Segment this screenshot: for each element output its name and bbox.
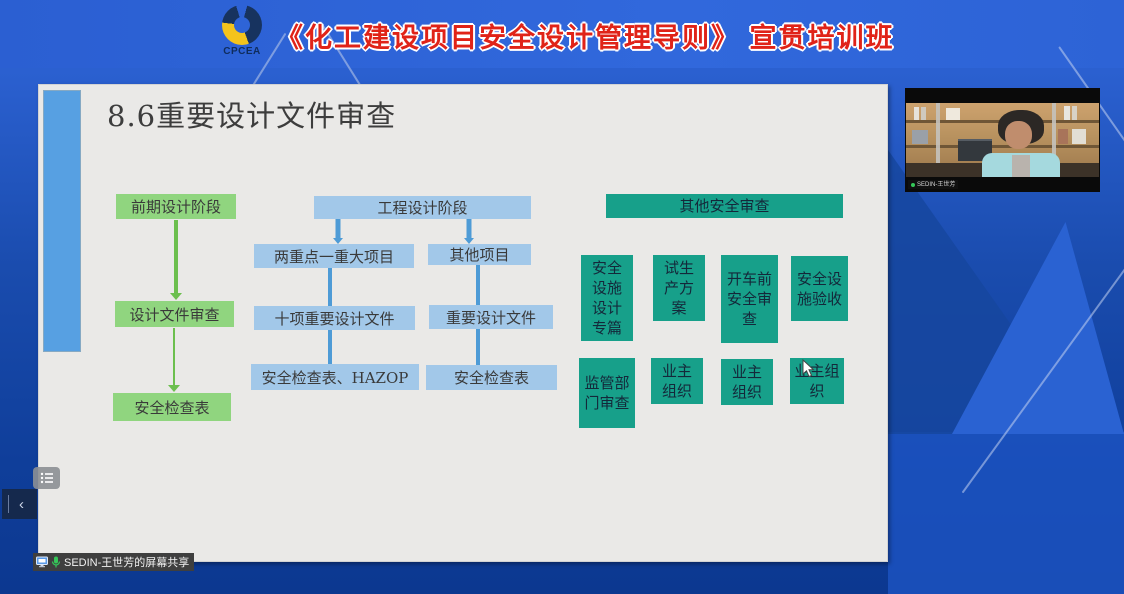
teal-node-regulator-review: 监管部门审查 (579, 358, 635, 428)
screen-share-bar: SEDIN-王世芳的屏幕共享 (33, 553, 195, 571)
presenter-shirt (1012, 155, 1030, 177)
book (914, 107, 919, 120)
flow-node-ten-important-docs: 十项重要设计文件 (254, 306, 415, 330)
bookshelf-line (906, 145, 1099, 148)
flow-node-important-docs: 重要设计文件 (429, 305, 553, 329)
teal-node-owner-organized-1: 业主组织 (651, 358, 703, 404)
screen-share-icon (36, 556, 48, 568)
book (1072, 106, 1077, 120)
teal-node-trial-production-plan: 试生产方案 (653, 255, 705, 321)
blue-connector-line (325, 268, 335, 306)
training-session-title: 《化工建设项目安全设计管理导则》 宣贯培训班 (276, 23, 895, 53)
slide-accent-bar (43, 90, 81, 352)
flow-node-other-projects: 其他项目 (428, 244, 531, 265)
blue-arrow-down-icon (332, 219, 344, 244)
flow-node-two-key-one-major: 两重点一重大项目 (254, 244, 414, 268)
book (1064, 106, 1070, 120)
mouse-cursor-icon (802, 359, 815, 378)
flow-node-design-doc-review: 设计文件审查 (115, 301, 234, 327)
teal-node-owner-organized-3: 业主组织 (790, 358, 844, 404)
slide-title: 8.6重要设计文件审查 (107, 99, 397, 133)
cpcea-logo-label: CPCEA (223, 46, 261, 57)
flow-node-engineering-design-phase: 工程设计阶段 (314, 196, 531, 219)
blue-connector-line (325, 330, 335, 364)
presenter-webcam-scene (906, 103, 1099, 177)
book (1058, 129, 1068, 144)
mic-active-dot-icon (911, 182, 915, 187)
blue-arrow-down-icon (463, 219, 475, 244)
sidebar-collapse-button[interactable]: ‹ (2, 489, 37, 519)
audio-mic-icon (51, 556, 61, 568)
flow-node-checklist-hazop: 安全检查表、HAZOP (251, 364, 419, 390)
list-icon (40, 472, 53, 484)
book (912, 130, 928, 144)
flow-node-safety-checklist: 安全检查表 (113, 393, 231, 421)
cpcea-logo-icon (222, 5, 262, 45)
shelf-post (1052, 103, 1056, 177)
blue-connector-line (473, 265, 483, 305)
shelf-post (936, 103, 940, 177)
other-safety-review-header: 其他安全审查 (606, 194, 843, 218)
book (921, 107, 926, 120)
bg-mountain-ground (888, 432, 1124, 594)
book (946, 108, 960, 120)
book (1072, 129, 1086, 144)
blue-connector-line (473, 329, 483, 365)
header-band (0, 0, 1124, 68)
screen-share-label: SEDIN-王世芳的屏幕共享 (64, 557, 190, 569)
green-arrow-down-icon (170, 220, 182, 300)
teal-node-owner-organized-2: 业主组织 (721, 359, 773, 405)
green-arrow-down-icon (168, 328, 180, 392)
cpcea-logo-hole (234, 17, 250, 33)
presenter-face (1005, 121, 1032, 149)
teal-node-pre-startup-review: 开车前安全审查 (721, 255, 778, 343)
flow-node-early-design-phase: 前期设计阶段 (116, 194, 236, 219)
chevron-left-icon: ‹ (19, 495, 24, 513)
annotation-list-button[interactable] (33, 467, 60, 489)
shared-slide: 8.6重要设计文件审查 前期设计阶段 设计文件审查 安全检查表 工程设计阶段 两… (38, 84, 888, 562)
presenter-video-tile[interactable]: SEDIN-王世芳 (905, 88, 1100, 192)
teal-node-safety-facility-design: 安全设施设计专篇 (581, 255, 633, 341)
video-name-chip: SEDIN-王世芳 (908, 180, 959, 189)
teal-node-safety-facility-acceptance: 安全设施验收 (791, 256, 848, 321)
flow-node-safety-checklist-right: 安全检查表 (426, 365, 557, 390)
video-name-label: SEDIN-王世芳 (917, 181, 956, 188)
collapse-divider (8, 495, 9, 513)
